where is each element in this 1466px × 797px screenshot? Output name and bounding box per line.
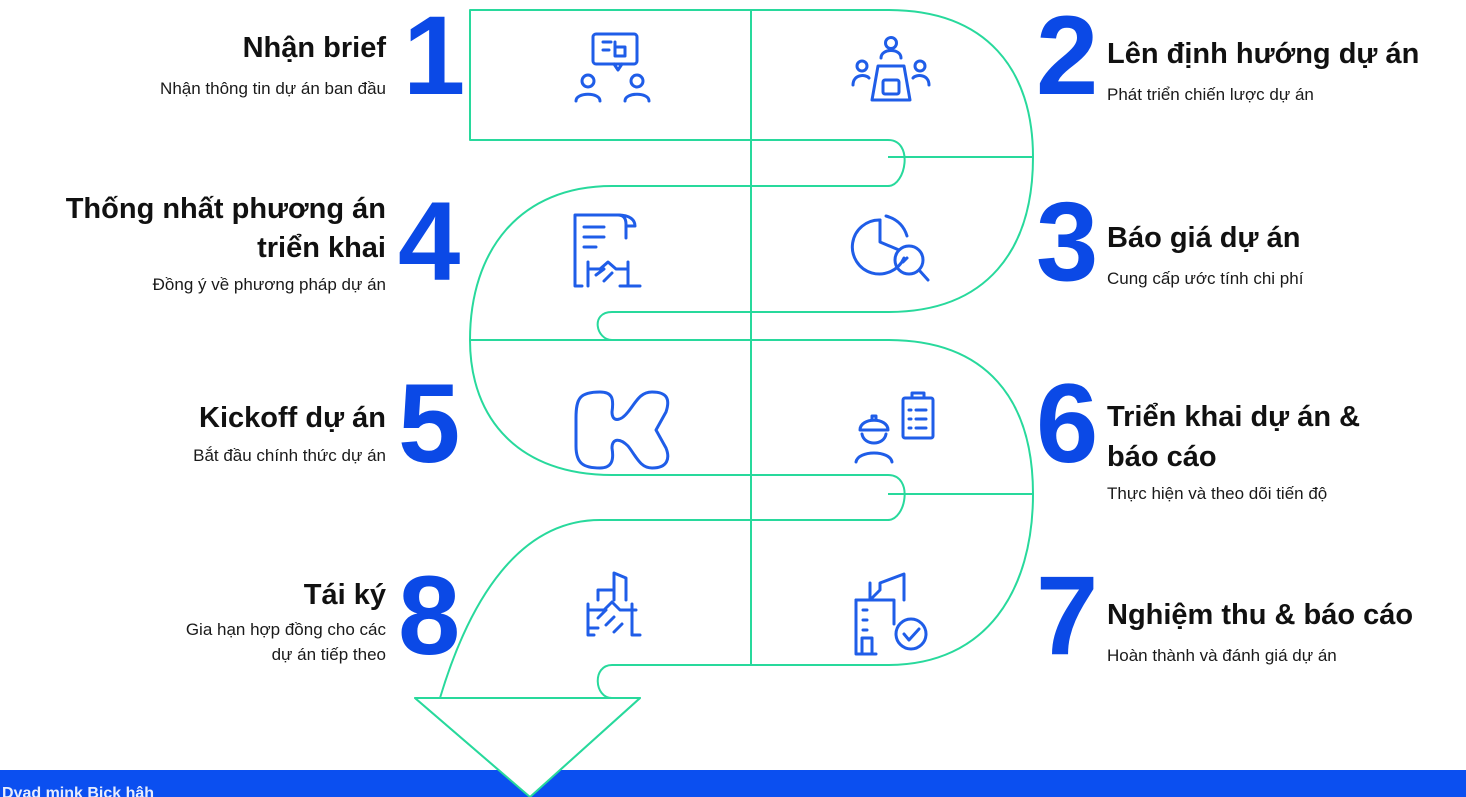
footer-text: Dyad mink Bick hâh (2, 785, 155, 797)
step-6-title-line1: Triển khai dự án & (1107, 401, 1361, 433)
team-meeting-icon (851, 36, 931, 102)
step-7-title: Nghiệm thu & báo cáo (1107, 599, 1414, 631)
step-7-number: 7 (1036, 553, 1098, 678)
kickoff-logo-icon (574, 390, 670, 470)
step-1-title: Nhận brief (242, 32, 386, 64)
step-6-description: Thực hiện và theo dõi tiến độ (1107, 484, 1328, 503)
step-3-number: 3 (1036, 179, 1098, 304)
step-4-number: 4 (398, 179, 460, 304)
step-5-description: Bắt đầu chính thức dự án (193, 446, 386, 465)
building-handshake-icon (586, 571, 642, 637)
step-8-description-line1: Gia hạn hợp đồng cho các (185, 620, 386, 639)
building-check-icon (854, 572, 928, 656)
snake-path (414, 9, 1034, 797)
step-5-number: 5 (398, 361, 460, 486)
step-5-title: Kickoff dự án (199, 402, 386, 434)
step-3-title: Báo giá dự án (1107, 222, 1301, 254)
step-8-number: 8 (398, 553, 460, 678)
meeting-discussion-icon (574, 32, 651, 103)
step-8-description-line2: dự án tiếp theo (271, 645, 386, 664)
contract-handshake-icon (573, 213, 642, 288)
step-2-title: Lên định hướng dự án (1107, 38, 1420, 70)
step-4-title-line2: triển khai (257, 232, 386, 264)
step-8-title: Tái ký (303, 579, 386, 611)
step-6-title-line2: báo cáo (1107, 441, 1217, 473)
step-3-description: Cung cấp ước tính chi phí (1107, 269, 1304, 288)
step-6-number: 6 (1036, 361, 1098, 486)
step-2-number: 2 (1036, 0, 1098, 118)
step-4-description: Đồng ý về phương pháp dự án (152, 275, 386, 294)
step-7-description: Hoàn thành và đánh giá dự án (1107, 646, 1337, 665)
engineer-clipboard-icon (854, 391, 935, 464)
pie-chart-search-icon (850, 214, 930, 282)
footer-bar: Dyad mink Bick hâh (0, 770, 1466, 797)
step-1-description: Nhận thông tin dự án ban đầu (160, 79, 386, 98)
step-1-number: 1 (403, 0, 465, 118)
step-2-description: Phát triển chiến lược dự án (1107, 85, 1314, 104)
step-4-title-line1: Thống nhất phương án (65, 193, 386, 225)
